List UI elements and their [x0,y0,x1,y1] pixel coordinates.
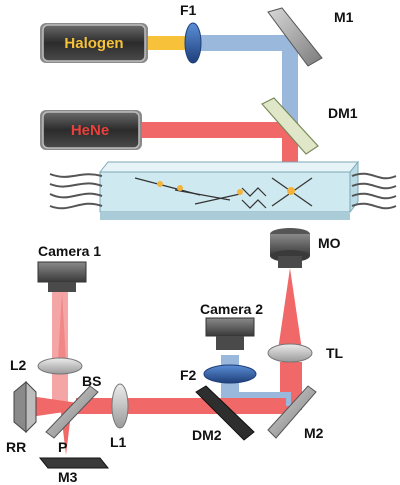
camera1-label: Camera 1 [38,243,101,259]
camera-2: Camera 2 [200,301,263,350]
hene-beam [140,122,292,138]
tube-lens: TL [267,343,344,363]
m2-label: M2 [304,425,324,441]
beam-splitter: BS [45,373,101,439]
microfluidic-chip [49,160,397,220]
beam-camera1-cone [58,292,66,360]
l2-lens: L2 [10,357,83,375]
dm2-dichroic-mirror: DM2 [192,385,255,443]
f2-label: F2 [180,367,197,383]
white-light-beam-down [282,35,298,127]
retroreflector: RR [6,380,37,455]
particle [177,185,183,191]
hene-source: HeNe [40,110,142,150]
l1-label: L1 [110,434,127,450]
f2-filter: F2 [180,364,257,384]
objective-output-cone [278,268,302,350]
camera2-label: Camera 2 [200,301,263,317]
trapped-particle [287,187,295,195]
m3-mirror: M3 [38,457,110,485]
halogen-label: Halogen [64,35,123,52]
p-label: P [58,439,67,455]
mo-label: MO [318,235,341,251]
beam-return-horizontal [76,398,286,414]
l2-label: L2 [10,357,27,373]
camera-1: Camera 1 [37,243,101,292]
particle [157,181,163,187]
halogen-beam [148,36,186,50]
white-light-beam-top [200,35,296,51]
tl-label: TL [326,345,344,361]
halogen-source: Halogen [40,23,148,63]
hene-label: HeNe [71,122,109,139]
microscope-objective: MO [270,228,341,268]
bs-label: BS [82,373,101,389]
rr-label: RR [6,439,26,455]
particle [237,189,243,195]
dm1-dichroic-mirror: DM1 [261,97,358,155]
m1-mirror: M1 [267,7,354,67]
f1-label: F1 [180,2,197,18]
m3-label: M3 [58,469,78,485]
m1-label: M1 [334,9,354,25]
m2-mirror: M2 [267,385,324,441]
l1-lens: L1 [110,383,129,450]
f1-filter: F1 [180,2,202,64]
dm2-label: DM2 [192,427,222,443]
dm1-label: DM1 [328,105,358,121]
